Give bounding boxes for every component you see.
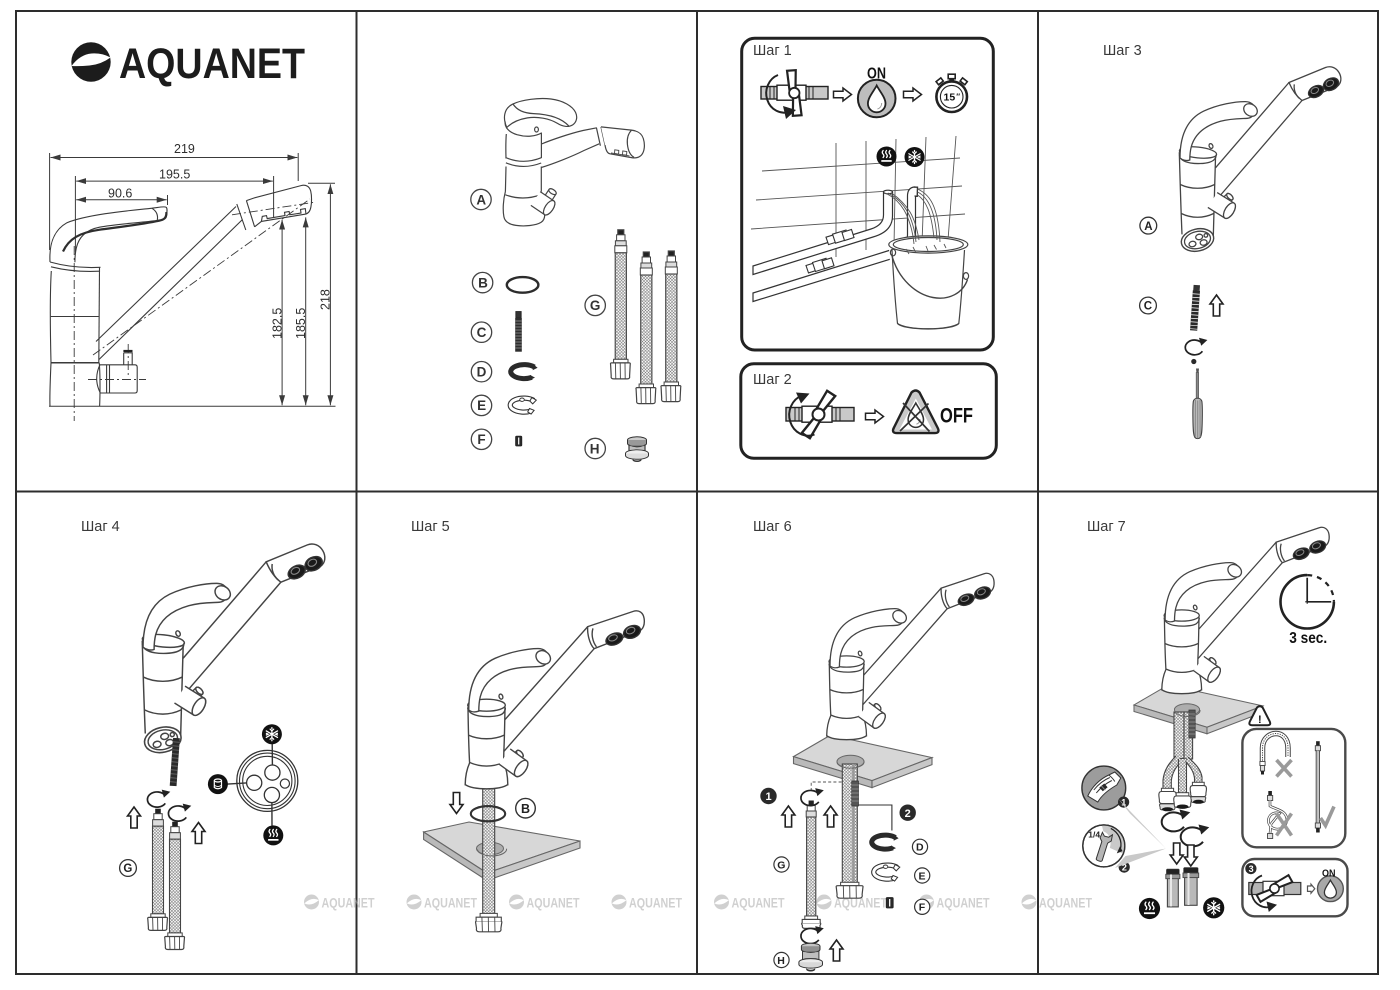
svg-text:G: G [777,859,785,871]
svg-text:A: A [476,192,486,207]
svg-text:90.6: 90.6 [108,187,132,201]
svg-text:185.5: 185.5 [294,308,308,339]
svg-text:2: 2 [905,808,911,820]
svg-text:E: E [919,870,926,882]
svg-text:ON: ON [1322,869,1336,880]
svg-text:OFF: OFF [940,405,973,428]
svg-text:B: B [478,275,488,290]
svg-text:C: C [477,325,487,340]
svg-text:15: 15 [944,92,956,104]
svg-text:1: 1 [766,791,772,803]
svg-text:AQUANET: AQUANET [119,40,305,88]
svg-text:F: F [477,432,485,447]
svg-text:1: 1 [1121,797,1126,807]
svg-text:Шаг 7: Шаг 7 [1087,519,1126,535]
svg-text:D: D [916,842,924,854]
svg-text:D: D [477,365,487,380]
svg-text:218: 218 [319,289,333,310]
svg-text:Шаг 4: Шаг 4 [81,519,120,535]
svg-text:1/4: 1/4 [1088,829,1100,839]
svg-text:3 sec.: 3 sec. [1289,630,1327,647]
svg-text:219: 219 [174,142,195,156]
svg-text:H: H [777,955,785,967]
svg-text:Шаг 3: Шаг 3 [1103,43,1142,59]
svg-text:C: C [1144,301,1152,313]
svg-text:ON: ON [867,66,886,83]
svg-text:″: ″ [956,92,960,101]
svg-text:E: E [477,398,486,413]
svg-text:2: 2 [1122,862,1127,872]
svg-text:Шаг 5: Шаг 5 [411,519,450,535]
svg-text:Шаг 1: Шаг 1 [753,43,792,59]
svg-text:F: F [919,902,926,914]
svg-text:195.5: 195.5 [159,168,190,182]
svg-text:3: 3 [1249,864,1254,874]
svg-text:B: B [521,802,530,816]
svg-text:Шаг 2: Шаг 2 [753,372,792,388]
svg-text:!: ! [1258,714,1262,726]
svg-text:G: G [123,863,132,875]
svg-text:H: H [590,441,600,456]
svg-text:182.5: 182.5 [271,308,285,339]
svg-text:Шаг 6: Шаг 6 [753,519,792,535]
svg-text:A: A [1144,221,1152,233]
svg-text:G: G [590,298,601,313]
